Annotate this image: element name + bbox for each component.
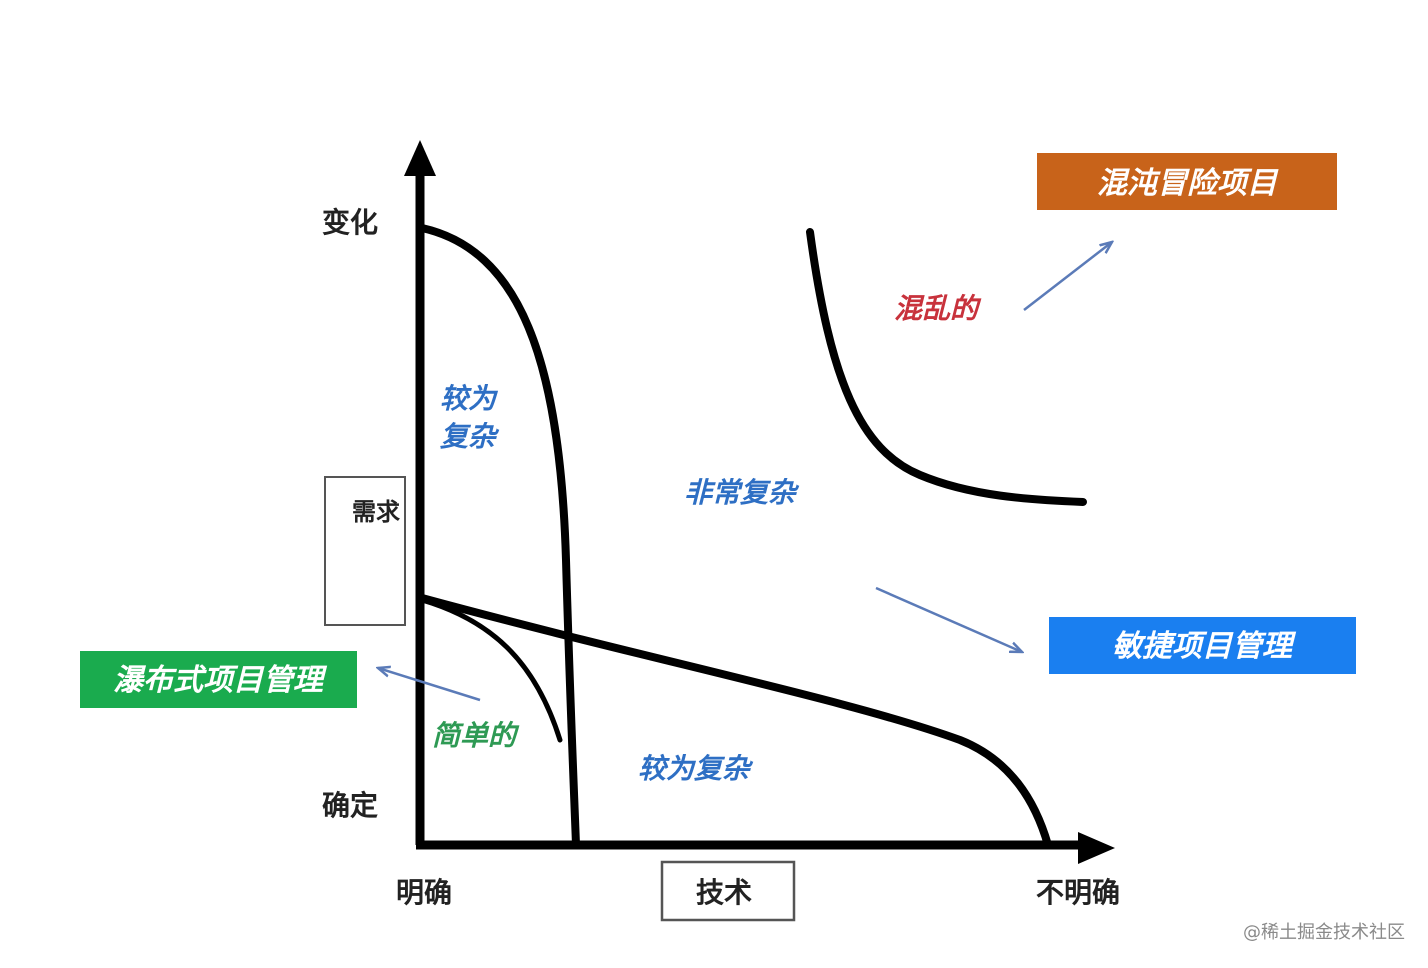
x-middle-label: 技术	[696, 876, 752, 909]
region-complex: 非常复杂	[684, 476, 800, 509]
x-axis-arrow-icon	[1078, 832, 1115, 864]
callout-chaos-text: 混沌冒险项目	[1097, 166, 1279, 201]
callout-agile-box	[1049, 617, 1356, 674]
callout-chaos-project: 混沌冒险项目	[1037, 153, 1337, 210]
x-left-label: 明确	[396, 876, 452, 909]
x-middle-label-box	[660, 860, 796, 922]
region-simple: 简单的	[432, 719, 520, 752]
callout-waterfall: 瀑布式项目管理	[80, 651, 357, 708]
y-middle-label-box	[324, 476, 406, 626]
y-middle-label: 需求	[352, 498, 400, 526]
pointer-arrows	[378, 242, 1112, 702]
axes	[404, 140, 1115, 864]
region-curves	[418, 224, 1087, 849]
y-bottom-label: 确定	[322, 789, 378, 822]
callout-waterfall-box	[80, 651, 357, 708]
callout-agile: 敏捷项目管理	[1049, 617, 1356, 674]
pointer-to-waterfall-callout	[378, 668, 481, 702]
y-axis-arrow-icon	[404, 140, 436, 176]
curve-technology-boundary	[418, 594, 1052, 849]
region-complicated-upper-line1: 较为	[440, 382, 499, 415]
x-right-label: 不明确	[1036, 876, 1120, 909]
pointer-to-agile-callout	[875, 586, 1022, 652]
region-complicated-lower: 较为复杂	[638, 752, 754, 785]
watermark: @稀土掘金技术社区	[1243, 922, 1405, 943]
callout-agile-text: 敏捷项目管理	[1112, 629, 1297, 664]
region-chaotic: 混乱的	[894, 292, 982, 325]
y-top-label: 变化	[322, 206, 378, 239]
callout-chaos-box	[1037, 153, 1337, 210]
curve-simple-boundary	[419, 597, 563, 743]
callout-waterfall-text: 瀑布式项目管理	[113, 663, 328, 698]
region-complicated-upper-line2: 复杂	[440, 420, 500, 453]
pointer-to-chaos-callout	[1023, 242, 1112, 311]
curve-chaos-boundary	[806, 228, 1087, 506]
curve-requirements-boundary	[418, 224, 580, 849]
